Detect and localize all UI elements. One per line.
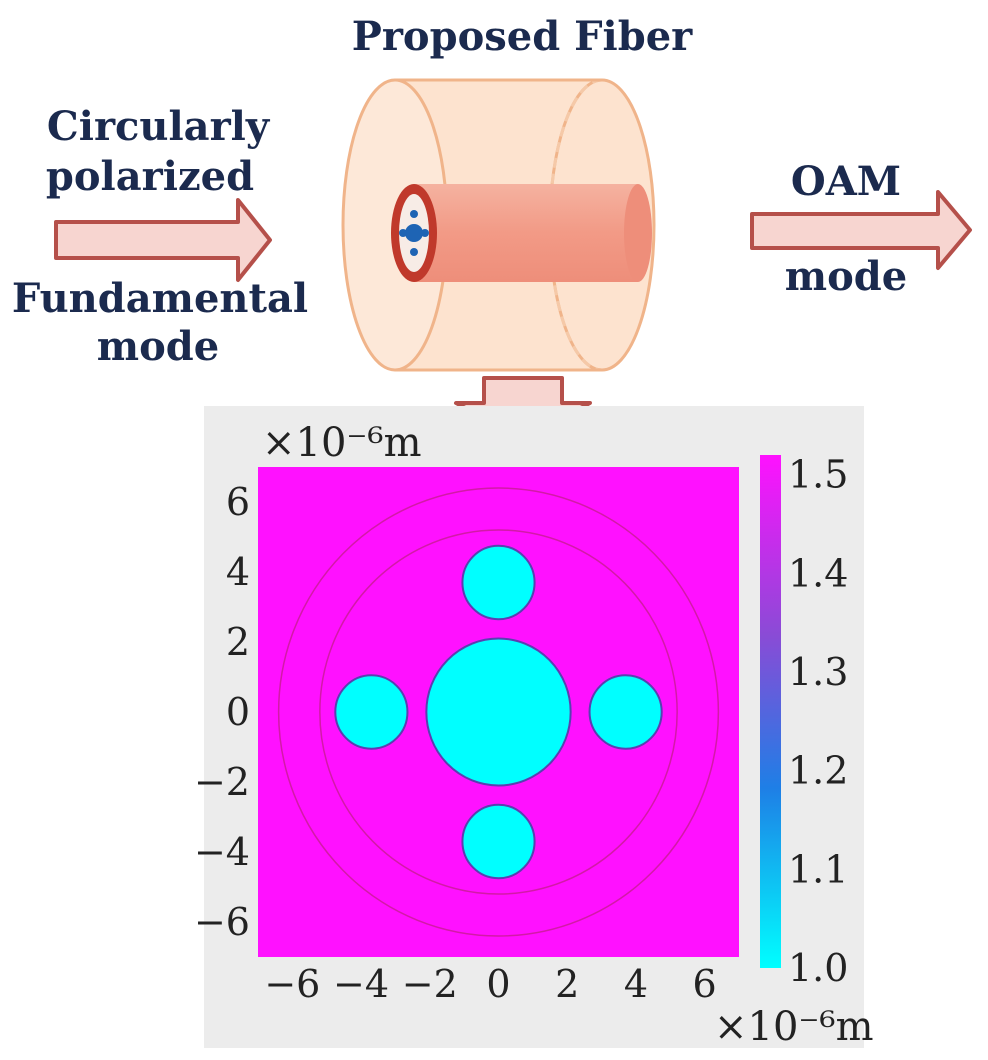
cladding-ring-2 [277, 487, 720, 937]
y-tick-label: 4 [226, 550, 250, 594]
colorbar-gradient [760, 455, 781, 968]
colorbar-tick-label: 1.5 [788, 453, 848, 497]
x-tick-label: 2 [555, 962, 579, 1006]
input-label-line3: Fundamental [12, 275, 308, 322]
y-tick-label: −4 [194, 830, 250, 874]
side-air-hole [334, 674, 409, 750]
central-air-hole [425, 637, 572, 787]
input-arrow [54, 198, 272, 282]
side-air-hole [461, 544, 536, 621]
input-label-line1: Circularly [47, 103, 271, 150]
y-tick-label: −2 [194, 760, 250, 804]
x-unit-label: ×10⁻⁶m [714, 1004, 874, 1050]
core-section-icon [399, 210, 429, 256]
y-tick-label: 0 [226, 690, 250, 734]
x-tick-label: 4 [624, 962, 648, 1006]
colorbar-tick-label: 1.1 [788, 847, 848, 891]
fiber-title: Proposed Fiber [352, 13, 693, 60]
x-tick-label: 0 [486, 962, 510, 1006]
core-tube [391, 184, 652, 282]
input-label-line2: polarized [46, 153, 254, 200]
y-tick-label: −6 [194, 900, 250, 944]
input-label-line4: mode [97, 323, 219, 370]
output-label-line2: mode [785, 253, 907, 300]
y-unit-label: ×10⁻⁶m [262, 420, 422, 466]
colorbar-tick-label: 1.4 [788, 551, 848, 595]
y-tick-label: 2 [226, 620, 250, 664]
colorbar-tick-label: 1.0 [788, 946, 848, 990]
x-tick-label: −6 [264, 962, 320, 1006]
x-tick-label: −4 [333, 962, 389, 1006]
colorbar-tick-label: 1.3 [788, 650, 848, 694]
output-label-line1: OAM [791, 158, 901, 205]
cladding-ring-1 [319, 529, 678, 895]
colorbar: 1.5 1.4 1.3 1.2 1.1 1.0 [760, 453, 848, 990]
refractive-index-map [258, 467, 739, 957]
x-tick-label: 6 [693, 962, 717, 1006]
side-air-hole [588, 674, 663, 750]
side-air-hole [461, 803, 536, 880]
colorbar-tick-label: 1.2 [788, 749, 848, 793]
y-tick-label: 6 [226, 480, 250, 524]
x-tick-label: −2 [402, 962, 458, 1006]
output-arrow [750, 190, 972, 270]
